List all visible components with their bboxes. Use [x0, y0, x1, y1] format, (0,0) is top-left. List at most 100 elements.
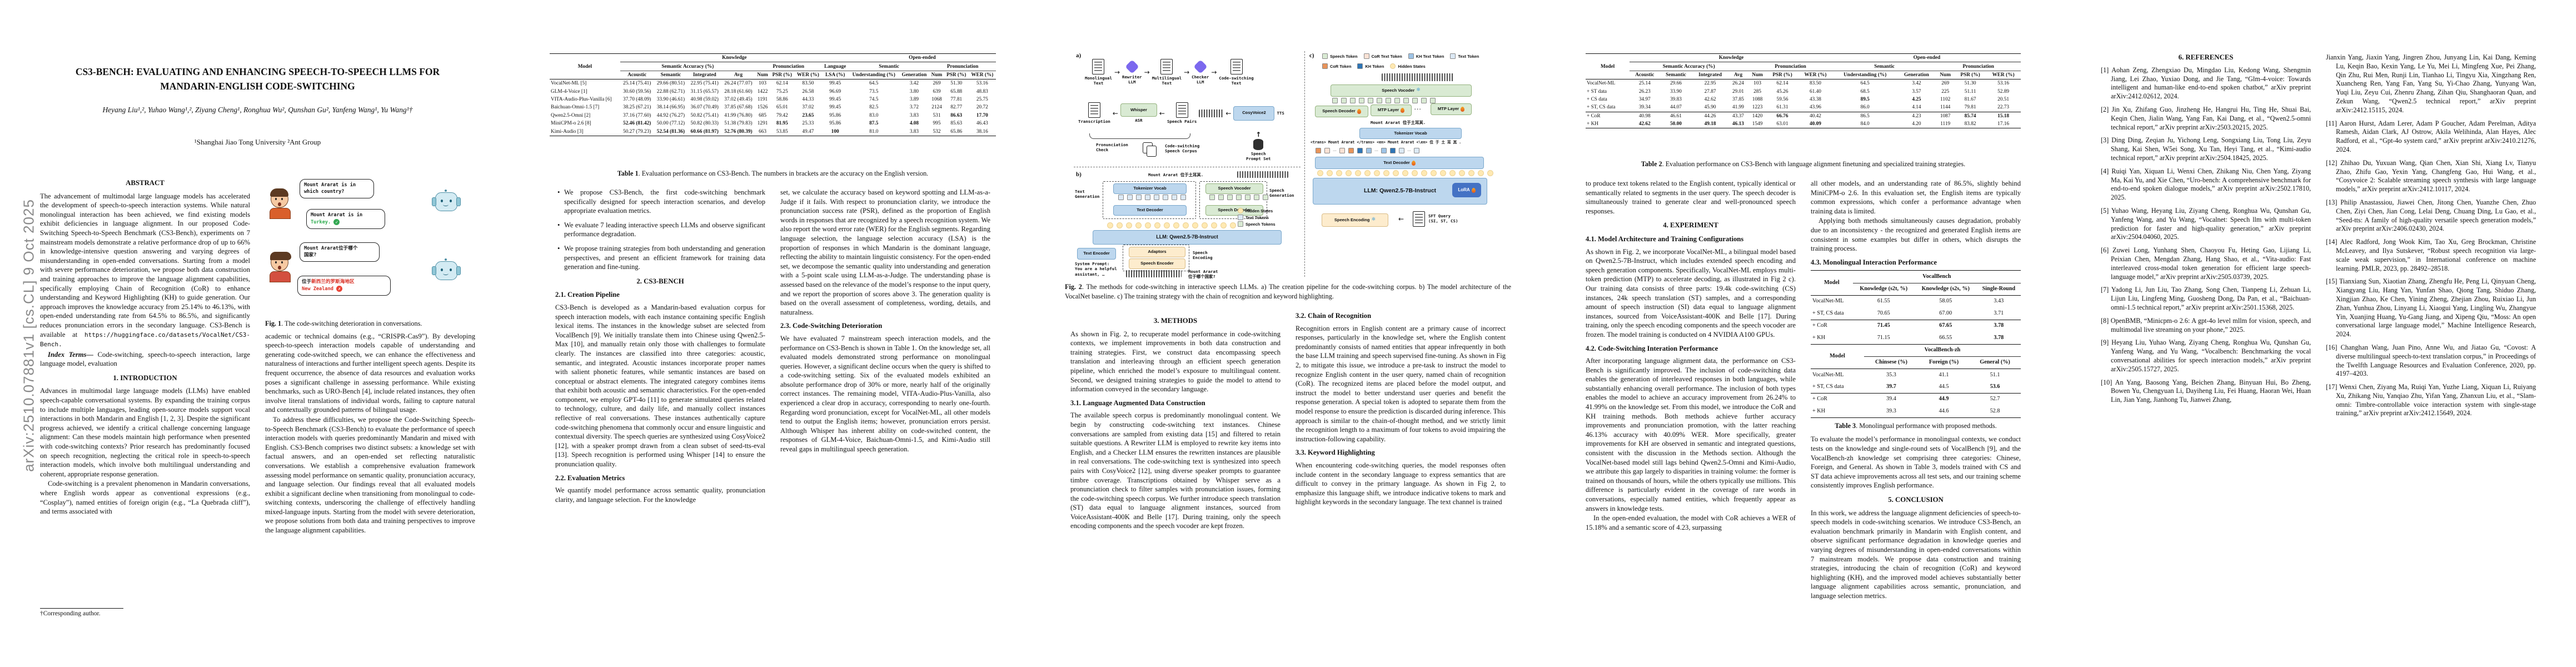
t1-row-value: 22.95 (75.41): [690, 81, 719, 87]
t1-row-value: 531: [933, 112, 941, 118]
speech-encoding-box-b: Adaptors Speech Encoder: [1123, 245, 1189, 271]
table-1-caption: Table 1. Evaluation performance on CS3-B…: [550, 170, 996, 178]
t1-row-value: 79.42: [776, 112, 788, 118]
abstract-body: The advancement of multimodal large lang…: [40, 192, 250, 339]
t1-row-value: 25.33: [802, 121, 814, 127]
metrics-paragraph-start: We quantify model performance across sem…: [555, 486, 765, 504]
t3a-row-value: 58.05: [1939, 298, 1952, 305]
t2-model-header: Model: [1586, 53, 1630, 80]
page-4: Model Knowledge Open-ended Semantic Accu…: [1546, 0, 2061, 667]
t1-row-model: VITA-Audio-Plus-Vanilla [6]: [551, 97, 612, 103]
cs-performance-paragraph-3: all other models, and an understanding r…: [1811, 180, 2021, 215]
reference-entry: [17] Wenxi Chen, Ziyang Ma, Ruiqi Yan, Y…: [2326, 383, 2536, 417]
document-icon: [1092, 59, 1105, 74]
boy-shirt: [270, 208, 291, 219]
panel-c-legend-item-label: KH Token: [1365, 63, 1384, 69]
page-5: 6. REFERENCES [1] Aohan Zeng, Zhengxiao …: [2061, 0, 2576, 667]
answer-en-prefix: Mount Ararat is in: [311, 212, 363, 218]
section-3-1-heading: 3.1. Language Augmented Data Constructio…: [1070, 399, 1205, 407]
speech-generation-box: Speech Vocoder Speech Decoder: [1199, 181, 1268, 219]
sft-query-label: SFT Query (SI, ST, CS): [1428, 213, 1458, 224]
t1-row-value: 99.45: [829, 104, 841, 111]
robot1-ear-right: [456, 197, 461, 206]
abstract-heading: ABSTRACT: [126, 179, 165, 187]
t3a-row-value: 61.55: [1877, 298, 1890, 305]
sft-query-doc-icon: [1413, 211, 1425, 227]
trainable-icon: [1471, 187, 1476, 193]
t1-pron2: Pronunciation: [929, 62, 996, 71]
t1-row-value: 3.83: [909, 128, 919, 135]
t2-row-value: 52.89: [1997, 88, 2010, 94]
t2-row-value: 4.25: [1912, 97, 1921, 103]
section-2-1-heading: 2.1. Creation Pipeline: [555, 291, 620, 299]
t1-row-value: 65.01: [776, 104, 788, 111]
t1-row-value: 46.43: [976, 121, 988, 127]
document-icon: [1088, 102, 1100, 118]
table-3-caption-text: . Monolingual performance with proposed …: [1856, 421, 1997, 430]
t3b-row-value: 44.6: [1939, 407, 1949, 414]
panel-c-mtp-layer-2: MTP Layer: [1431, 103, 1472, 115]
t1-row-model: Qwen2.5-Omni [2]: [551, 112, 591, 118]
t2-row-value: 29.66: [1670, 81, 1682, 87]
dataset-url[interactable]: https://huggingface.co/datasets/VocalNet…: [40, 331, 250, 349]
node-label: Checker LLM: [1192, 74, 1209, 85]
section-2-2-heading: 2.2. Evaluation Metrics: [555, 474, 625, 482]
speech-bubble-answer-wrong: 位于新西兰的罗斯海地区 New Zealand ✗: [297, 276, 391, 296]
t1-row-value: 82.5: [869, 104, 879, 111]
footnote-text: †Corresponding author.: [40, 610, 101, 617]
table-3-caption: Table 3. Monolingual performance with pr…: [1811, 421, 2021, 431]
architecture-paragraph: As shown in Fig. 2, we incorporate Vocal…: [1586, 247, 1796, 339]
robot2-ear-left: [432, 266, 436, 275]
panel-c-legend-item: CoR Text Token: [1363, 53, 1402, 59]
table-2-subgroup-row: Semantic Accuracy (%) Pronunciation Sema…: [1586, 62, 2021, 71]
t1-row-value: 77.81: [950, 97, 963, 103]
page4-column-2: all other models, and an understanding r…: [1811, 179, 2021, 601]
panel-a-label: a): [1076, 52, 1082, 59]
t2-row-value: 44.26: [1692, 111, 1728, 120]
text-generation-box: Tokenizer Vocab Text Decoder: [1103, 181, 1196, 219]
t2-row-value: 41.99: [1732, 104, 1744, 111]
t2-col: PSR (%): [1766, 71, 1798, 80]
authors: Heyang Liu¹,², Yuhao Wang¹,², Ziyang Che…: [102, 106, 413, 114]
t2-row-value: 39.34: [1638, 104, 1651, 111]
t1-openended-group: Open-ended: [848, 53, 996, 63]
lora-badge: LoRA: [1452, 183, 1481, 197]
panel-b-hidden-states: [1107, 222, 1236, 228]
panel-c-legend-item: Text Token: [1449, 53, 1479, 59]
reference-entry: [15] Tianxiang Sun, Xiaotian Zhang, Zhen…: [2326, 277, 2536, 339]
contribution-bullet: We propose CS3-Bench, the first code-swi…: [555, 188, 765, 216]
t1-row-model: GLM-4-Voice [1]: [551, 88, 587, 94]
t1-row-value: 31.15 (65.57): [690, 88, 719, 94]
t1-row-value: 20.72: [976, 104, 988, 111]
reference-entry: [10] An Yang, Baosong Yang, Beichen Zhan…: [2101, 378, 2311, 404]
t2-row-value: 29.01: [1732, 88, 1744, 94]
t1-row-value: 50.00 (77.12): [656, 121, 685, 127]
table-2-caption-text: . Evaluation performance on CS3-Bench wi…: [1662, 160, 1966, 168]
figure-2-caption-label: Fig. 2: [1065, 283, 1082, 291]
section-3-2-heading: 3.2. Chain of Recognition: [1296, 312, 1372, 320]
data-construction-paragraph: The available speech corpus is predomina…: [1070, 411, 1280, 530]
page1-column-2: Fig. 1. The code-switching deterioration…: [265, 319, 475, 536]
t3b-group: VocalBench-zh: [1864, 344, 2021, 357]
page3-column-1: 3. METHODS As shown in Fig. 2, to recupe…: [1070, 311, 1280, 531]
creation-pipeline-paragraph: CS3-Bench is developed as a Mandarin-bas…: [555, 303, 765, 469]
t1-row-value: 26.24 (77.07): [724, 81, 753, 87]
t2-row-value: 45.26: [1776, 88, 1788, 94]
cosyvoice2-box: CosyVoice2: [1233, 106, 1275, 121]
intro-paragraph-1: Advances in multimodal large language mo…: [40, 387, 250, 478]
t2-row-value: 1420: [1748, 111, 1767, 120]
t1-col: Acoustic: [620, 71, 654, 80]
t2-semantic: Semantic: [1832, 62, 1936, 71]
t1-row-value: 75.25: [776, 88, 788, 94]
t3b-col: Chinsese (%): [1864, 356, 1919, 370]
t1-row-value: 95.86: [829, 112, 841, 118]
t1-row-value: 44.92 (76.27): [656, 112, 685, 118]
t1-row-value: 85.63: [950, 121, 963, 127]
t2-row-value: 225: [1941, 88, 1950, 94]
